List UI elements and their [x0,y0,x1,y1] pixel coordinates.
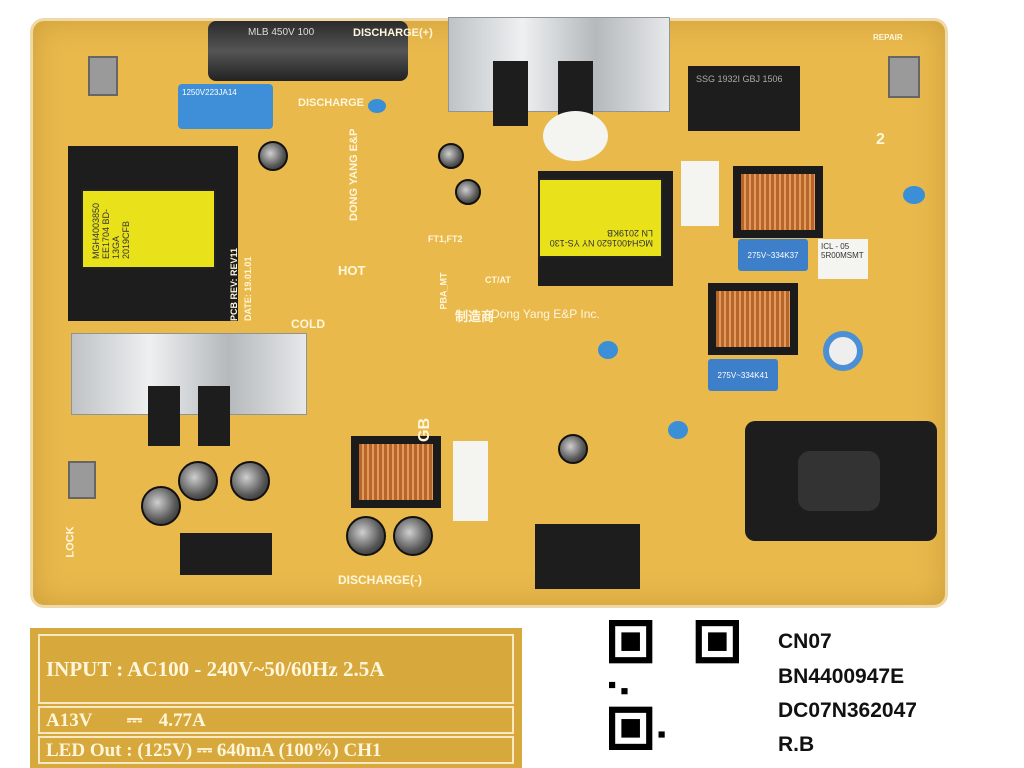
electrolytic-capacitor [178,461,218,501]
main-capacitor: MLB 450V 100 [208,21,408,81]
part-label-line-4: R.B [778,733,815,756]
common-mode-choke [733,166,823,238]
y-capacitor [903,186,925,204]
film-capacitor: 1250V223JA14 [178,84,273,129]
led-out-rating: LED Out : (125V) ⎓ 640mA (100%) CH1 [38,736,514,764]
mounting-clip [888,56,920,98]
electrolytic-capacitor [393,516,433,556]
ac-inlet-socket [798,451,880,511]
qr-module [621,719,640,738]
x-capacitor: 275V~334K37 [738,239,808,271]
output-connector [180,533,272,575]
electrolytic-capacitor [558,434,588,464]
diode-package [148,386,180,446]
electrolytic-capacitor [455,179,481,205]
led-connector [535,524,640,589]
discharge-minus-label: DISCHARGE(-) [338,573,422,587]
hot-label: HOT [338,263,366,278]
resistor-block [453,441,488,521]
discharge-top-label: DISCHARGE [298,97,365,109]
y-capacitor [668,421,688,439]
glue [543,111,608,161]
input-rating: INPUT : AC100 - 240V~50/60Hz 2.5A [38,634,514,704]
qr-module [621,688,628,695]
date-label: DATE: 19.01.01 [243,256,253,321]
y-capacitor [598,341,618,359]
electrolytic-capacitor [141,486,181,526]
electrolytic-capacitor [258,141,288,171]
gb-label: GB [416,418,433,442]
manufacturer-label: Dong Yang E&P Inc. [491,307,600,321]
qr-module [708,632,727,651]
relay [681,161,719,226]
standby-transformer: MGH4001620 NY YS-130 LN 2019KB [538,178,663,258]
lock-label: LOCK [64,526,77,558]
electrolytic-capacitor [438,143,464,169]
pcb-board: MLB 450V 100 1250V223JA14 DISCHARGE DISC… [30,17,948,608]
discharge-plus-label: DISCHARGE(+) [353,27,433,39]
main-transformer: MGH4003850 EE1704 BD-13GA 2019CFB [81,189,216,269]
mounting-clip [88,56,118,96]
qr-module [609,681,616,689]
heatsink [71,333,307,415]
spec-label-closeup: INPUT : AC100 - 240V~50/60Hz 2.5A A13V ⎓… [30,628,522,768]
part-label-line-1: CN07 [778,630,832,653]
a13v-rating: A13V ⎓ 4.77A [38,706,514,734]
qr-module [658,731,665,738]
y-capacitor [823,331,863,371]
qr-code [608,620,740,750]
ct-at-label: CT/AT [485,275,511,285]
number-2: 2 [876,131,885,148]
part-label-line-2: BN4400947E [778,665,905,688]
electrolytic-capacitor [346,516,386,556]
qr-module [621,632,640,651]
thermistor-icl: ICL - 05 5R00MSMT [818,239,868,279]
ft-label: FT1,FT2 [428,234,463,244]
brand-label: DONG YANG E&P [348,128,360,221]
bridge-rectifier: SSG 1932I GBJ 1506 [688,66,800,131]
pfc-inductor [351,436,441,508]
pba-mt-label: PBA_MT [438,272,449,310]
cold-label: COLD [291,317,325,331]
manufacturer-cn-label: 制造商 [455,309,495,324]
electrolytic-capacitor [230,461,270,501]
y-capacitor [368,99,386,113]
diode-package [198,386,230,446]
mounting-clip [68,461,96,499]
repair-label: REPAIR [873,33,903,42]
x-capacitor: 275V~334K41 [708,359,778,391]
common-mode-choke [708,283,798,355]
pcb-rev-label: PCB REV: REV11 [229,247,239,321]
part-label-line-3: DC07N362047 [778,699,917,722]
mosfet [493,61,528,126]
